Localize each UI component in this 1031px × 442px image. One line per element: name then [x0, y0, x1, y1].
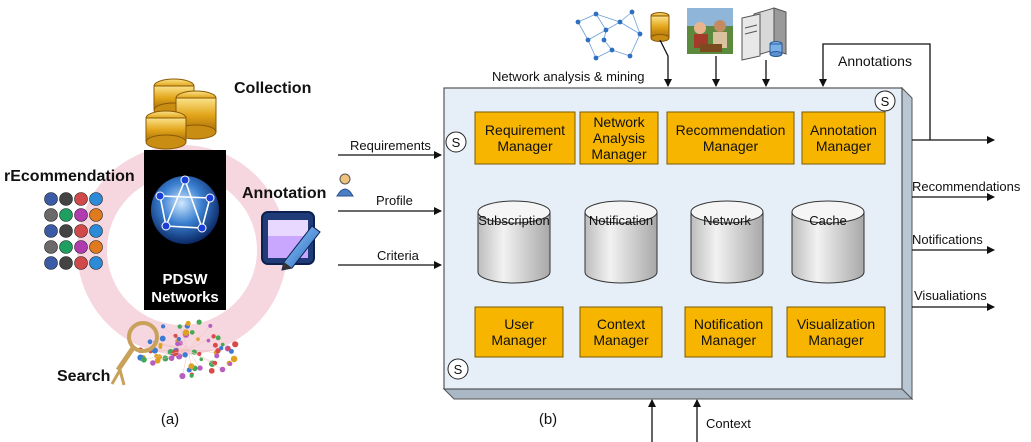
service-marker-left: S	[445, 131, 467, 153]
app-icon	[44, 240, 58, 254]
manager-label: Annotation	[810, 122, 877, 138]
recommendation-label: rEcommendation	[4, 168, 135, 185]
manager-label: Context	[597, 316, 645, 332]
manager-label: Manager	[703, 138, 759, 154]
magnifier-icon	[110, 321, 159, 386]
globe-icon	[151, 176, 219, 244]
manager-label: Requirement	[485, 122, 565, 138]
requirements-label: Requirements	[350, 138, 431, 153]
svg-text:S: S	[881, 94, 890, 109]
app-icon	[89, 256, 103, 270]
annotation-label: Annotation	[242, 185, 326, 202]
network-analysis-label: Network analysis & mining	[492, 69, 644, 84]
app-icon	[89, 240, 103, 254]
context-label: Context	[706, 416, 751, 431]
search-network-cloud	[137, 319, 239, 380]
pdsw-label: PDSW	[163, 271, 209, 288]
data-store-cylinder: Notification	[584, 200, 658, 284]
app-icon	[59, 192, 73, 206]
app-icon	[74, 256, 88, 270]
network-input-arrow	[659, 39, 672, 87]
app-icon	[44, 224, 58, 238]
pdsw-networks-node: PDSW Networks	[144, 150, 226, 310]
app-icon	[74, 240, 88, 254]
database-icon	[650, 12, 670, 42]
svg-text:S: S	[454, 362, 463, 377]
left-panel: Collection rEcommendation PDSW Networks …	[4, 78, 326, 428]
svg-text:S: S	[452, 135, 461, 150]
criteria-label: Criteria	[377, 248, 420, 263]
collection-label: Collection	[234, 80, 311, 97]
top-managers: RequirementManagerNetworkAnalysisManager…	[474, 111, 886, 165]
app-icon	[59, 256, 73, 270]
networks-label: Networks	[151, 289, 219, 306]
app-icon	[89, 208, 103, 222]
app-icon	[74, 192, 88, 206]
data-store-label: Notification	[589, 213, 653, 228]
data-store-label: Network	[703, 213, 751, 228]
app-icon	[59, 224, 73, 238]
manager-label: Manager	[808, 332, 864, 348]
manager-label: Recommendation	[676, 122, 786, 138]
data-store-cylinder: Cache	[791, 200, 865, 284]
app-icon	[74, 208, 88, 222]
manager-label: Manager	[497, 138, 553, 154]
app-icon	[59, 208, 73, 222]
manager-label: Visualization	[797, 316, 875, 332]
annotation-pen-icon	[261, 211, 321, 271]
caption-b: (b)	[539, 411, 557, 428]
database-coins-icon	[145, 78, 217, 150]
people-meeting-photo	[687, 8, 733, 54]
app-icon	[44, 256, 58, 270]
app-icon	[89, 192, 103, 206]
manager-label: Manager	[816, 138, 872, 154]
recommendation-icons	[44, 192, 103, 270]
manager-label: Manager	[701, 332, 757, 348]
bottom-managers: UserManagerContextManagerNotificationMan…	[474, 306, 886, 358]
caption-a: (a)	[161, 411, 179, 428]
data-store-label: Subscription	[478, 213, 550, 228]
server-icon	[741, 7, 787, 61]
right-panel: Network analysis & mining Annotations S …	[336, 7, 1021, 442]
data-store-label: Cache	[809, 213, 847, 228]
visualizations-label: Visualiations	[914, 288, 987, 303]
manager-label: Manager	[591, 146, 647, 162]
profile-label: Profile	[376, 193, 413, 208]
data-store-cylinder: Subscription	[477, 200, 551, 284]
network-graph-icon	[575, 9, 643, 61]
app-icon	[89, 224, 103, 238]
app-icon	[44, 192, 58, 206]
data-store-cylinder: Network	[690, 200, 764, 284]
service-marker-bottom-left: S	[447, 358, 469, 380]
annotations-loop-arrow	[819, 43, 931, 140]
app-icon	[59, 240, 73, 254]
service-marker-top-right: S	[874, 90, 896, 112]
app-icon	[74, 224, 88, 238]
manager-label: User	[504, 316, 534, 332]
notifications-label: Notifications	[912, 232, 983, 247]
search-label: Search	[57, 368, 110, 385]
manager-label: Network	[593, 114, 645, 130]
recommendations-label: Recommendations	[912, 179, 1021, 194]
app-icon	[44, 208, 58, 222]
annotations-in-label: Annotations	[838, 53, 912, 69]
manager-label: Notification	[694, 316, 763, 332]
data-stores: Subscription Notification Network Cache	[477, 200, 865, 284]
user-person-icon	[336, 173, 354, 197]
manager-label: Manager	[491, 332, 547, 348]
manager-label: Analysis	[593, 130, 645, 146]
manager-label: Manager	[593, 332, 649, 348]
